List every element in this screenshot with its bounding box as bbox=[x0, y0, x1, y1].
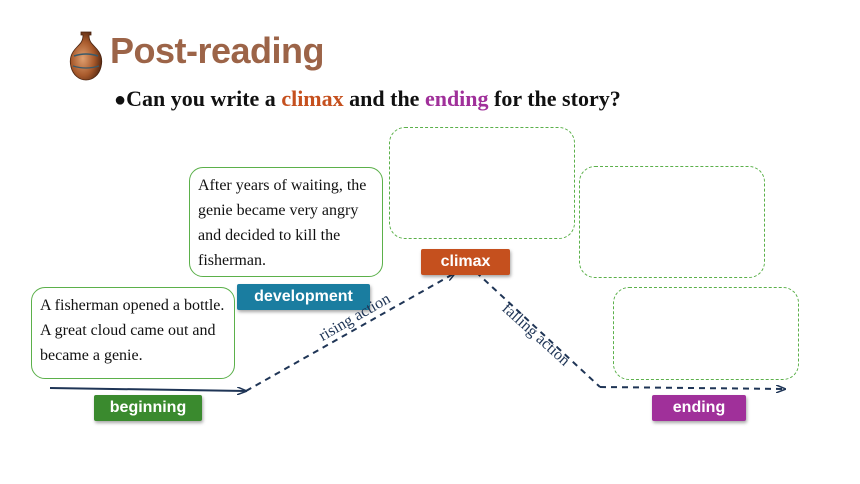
ending-arrow bbox=[599, 387, 785, 389]
development-text-box: After years of waiting, the genie became… bbox=[189, 167, 383, 277]
rising-action-arrow bbox=[245, 273, 455, 392]
climax-answer-box[interactable] bbox=[389, 127, 575, 239]
question-ending-word: ending bbox=[424, 86, 489, 111]
bullet: ● bbox=[114, 89, 127, 111]
question-climax-word: climax bbox=[281, 86, 344, 111]
beginning-text-box: A fisherman opened a bottle. A great clo… bbox=[31, 287, 235, 379]
beginning-label: beginning bbox=[94, 395, 202, 421]
ending-label: ending bbox=[652, 395, 746, 421]
ending-answer-box-2[interactable] bbox=[613, 287, 799, 380]
development-label: development bbox=[237, 284, 370, 310]
question-part3: for the story? bbox=[488, 86, 621, 111]
question-text: ●Can you write a climax and the ending f… bbox=[114, 86, 621, 112]
vase-icon bbox=[69, 31, 103, 81]
question-part1: Can you write a bbox=[126, 86, 282, 111]
page-title: Post-reading bbox=[110, 30, 325, 71]
question-part2: and the bbox=[343, 86, 425, 111]
beginning-line bbox=[49, 388, 246, 391]
climax-label: climax bbox=[421, 249, 510, 275]
ending-answer-box-1[interactable] bbox=[579, 166, 765, 278]
